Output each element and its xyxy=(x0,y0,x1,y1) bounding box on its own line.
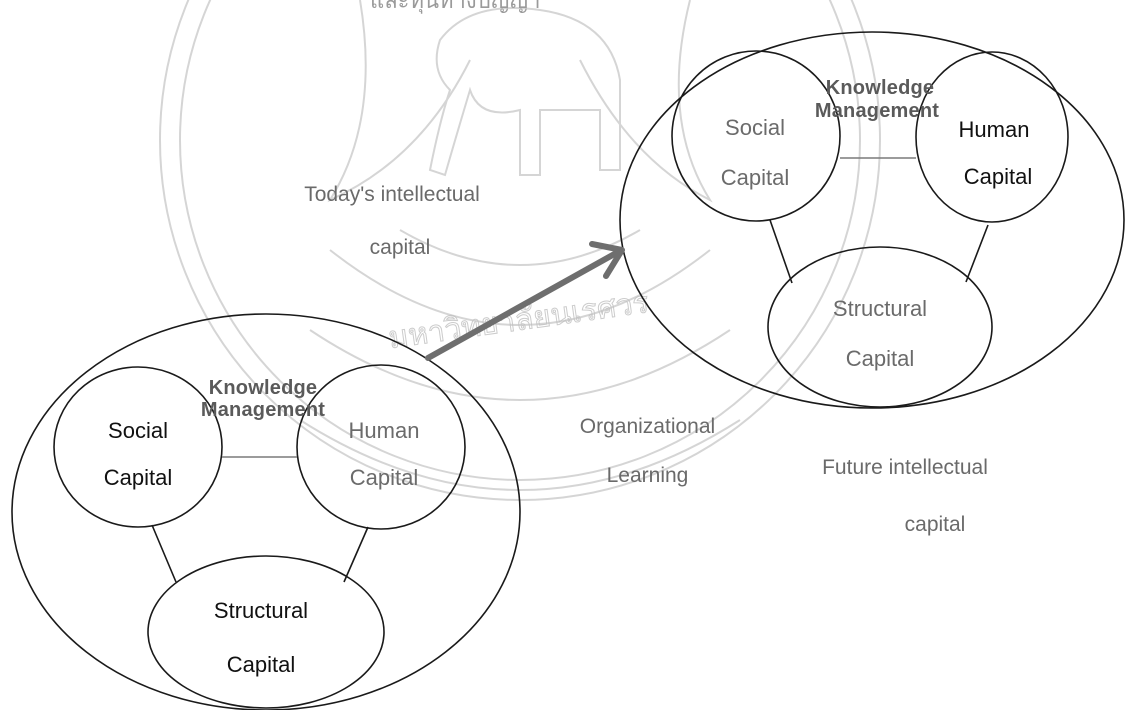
today-social-label-2: Capital xyxy=(103,465,173,490)
seal-outer-lower-arc xyxy=(299,419,741,491)
header-text: และทุนทางปัญญา xyxy=(370,0,540,14)
future-human-label-1: Human xyxy=(958,117,1030,142)
today-caption-line-2: capital xyxy=(369,236,431,259)
future-structural-label-2: Capital xyxy=(845,346,915,371)
organizational-learning-arrow xyxy=(425,241,625,361)
today-social-structural-link xyxy=(151,524,177,583)
organizational-learning-label-1: Organizational xyxy=(579,415,716,438)
seal-elephant xyxy=(428,7,621,177)
future-human-circle xyxy=(915,51,1069,223)
today-human-label-1: Human xyxy=(348,418,420,443)
future-human-structural-link xyxy=(965,224,989,283)
seal-lower-arc-2 xyxy=(329,249,711,326)
future-group xyxy=(619,31,1125,409)
future-caption-line-2: capital xyxy=(904,513,966,536)
today-structural-label-2: Capital xyxy=(226,652,296,677)
future-social-label-1: Social xyxy=(725,115,785,140)
seal-flame-left xyxy=(327,0,471,203)
seal-inner-ring xyxy=(179,0,861,481)
seal-outer-ring xyxy=(159,0,881,501)
arrow-head xyxy=(589,241,625,279)
future-km-label-1: Knowledge xyxy=(825,77,935,99)
future-outer-ellipse xyxy=(619,31,1125,409)
seal-flame-right xyxy=(579,0,713,203)
organizational-learning-label-2: Learning xyxy=(606,464,689,487)
today-caption-line-1: Today's intellectual xyxy=(304,183,480,206)
future-km-label-2: Management xyxy=(814,100,940,122)
today-human-circle xyxy=(296,364,466,530)
today-outer-ellipse xyxy=(11,313,521,710)
seal-arc-text: มหาวิทยาลัยนเรศวร xyxy=(386,285,651,356)
today-social-label-1: Social xyxy=(108,418,168,443)
today-human-label-2: Capital xyxy=(349,465,419,490)
future-caption-line-1: Future intellectual xyxy=(822,456,988,479)
future-social-circle xyxy=(671,50,841,222)
future-social-label-2: Capital xyxy=(720,165,790,190)
today-group xyxy=(11,313,521,710)
today-human-structural-link xyxy=(343,526,369,583)
today-social-circle xyxy=(53,366,223,528)
today-structural-label-1: Structural xyxy=(213,598,309,623)
future-social-structural-link xyxy=(769,219,793,284)
seal-lower-arc xyxy=(309,329,731,401)
today-structural-circle xyxy=(147,555,385,709)
future-human-label-2: Capital xyxy=(963,164,1033,189)
watermark-seal xyxy=(159,0,881,501)
today-km-label-2: Management xyxy=(200,399,326,421)
future-structural-label-1: Structural xyxy=(832,296,928,321)
today-km-label-1: Knowledge xyxy=(208,377,318,399)
future-structural-circle xyxy=(767,246,993,408)
